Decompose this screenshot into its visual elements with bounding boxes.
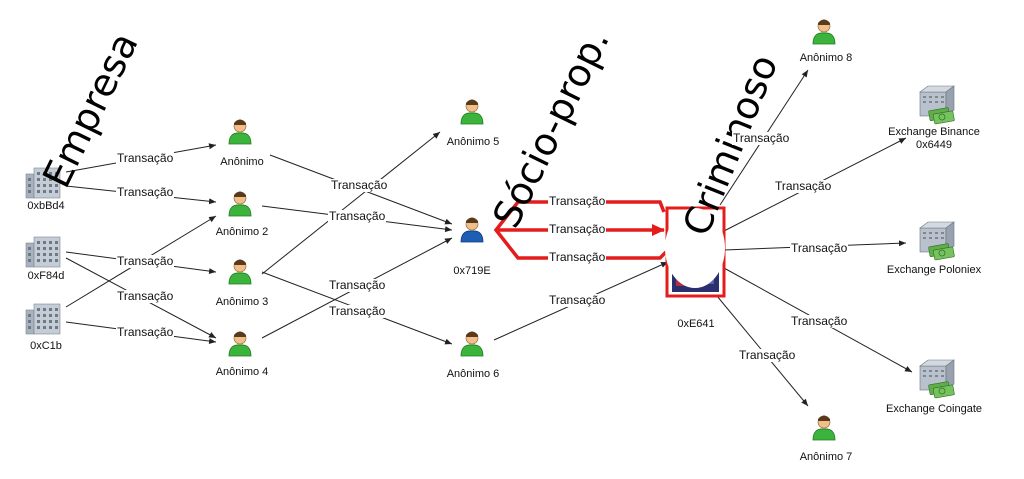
edge-label: Transação bbox=[738, 348, 797, 362]
node-label-exchange-poloniex: Exchange Poloniex bbox=[886, 264, 982, 276]
edge-label: Transação bbox=[116, 151, 175, 165]
person-blue-icon[interactable] bbox=[460, 217, 484, 243]
building-icon[interactable] bbox=[25, 236, 61, 268]
edge-label-highlight: Transação bbox=[548, 194, 607, 208]
node-label-0xe641: 0xE641 bbox=[677, 318, 715, 330]
node-label-anonimo: Anônimo bbox=[220, 156, 264, 168]
edge-label-highlight: Transação bbox=[548, 222, 607, 236]
edge-label: Transação bbox=[328, 304, 387, 318]
edge-label: Transação bbox=[790, 314, 849, 328]
edge-label: Transação bbox=[548, 293, 607, 307]
person-icon[interactable] bbox=[460, 331, 484, 357]
node-label-anonimo-6: Anônimo 6 bbox=[446, 368, 500, 380]
exchange-binance-address: 0x6449 bbox=[915, 139, 953, 151]
node-label-exchange-coingate: Exchange Coingate bbox=[885, 403, 983, 415]
node-label-exchange-binance: Exchange Binance 0x6449 bbox=[888, 126, 980, 152]
person-icon[interactable] bbox=[228, 331, 252, 357]
edge-label-highlight: Transação bbox=[548, 250, 607, 264]
node-label-0xbbd4: 0xbBd4 bbox=[27, 200, 65, 212]
node-label-anonimo-4: Anônimo 4 bbox=[215, 366, 269, 378]
building-icon[interactable] bbox=[25, 303, 61, 335]
edge-label: Transação bbox=[116, 185, 175, 199]
person-icon[interactable] bbox=[228, 259, 252, 285]
edge-label: Transação bbox=[116, 289, 175, 303]
node-label-0xc1b: 0xC1b bbox=[30, 340, 62, 352]
exchange-money-icon[interactable] bbox=[919, 85, 956, 125]
edge-label: Transação bbox=[330, 178, 389, 192]
edge-anonimo3-anonimo5 bbox=[261, 131, 441, 275]
edge-label: Transação bbox=[328, 209, 387, 223]
edge-label: Transação bbox=[116, 325, 175, 339]
person-icon[interactable] bbox=[812, 19, 836, 45]
edge-label: Transação bbox=[116, 254, 175, 268]
node-label-anonimo-8: Anônimo 8 bbox=[799, 52, 853, 64]
exchange-money-icon[interactable] bbox=[919, 359, 956, 399]
person-icon[interactable] bbox=[228, 191, 252, 217]
edge-e641-anonimo7 bbox=[711, 289, 809, 407]
node-label-anonimo-7: Anônimo 7 bbox=[799, 451, 853, 463]
edge-label: Transação bbox=[328, 278, 387, 292]
node-label-anonimo-5: Anônimo 5 bbox=[446, 136, 500, 148]
person-icon[interactable] bbox=[460, 99, 484, 125]
node-label-anonimo-3: Anônimo 3 bbox=[215, 296, 269, 308]
edge-label: Transação bbox=[790, 241, 849, 255]
person-icon[interactable] bbox=[812, 415, 836, 441]
exchange-money-icon[interactable] bbox=[919, 221, 956, 261]
node-label-anonimo-2: Anônimo 2 bbox=[215, 226, 269, 238]
node-label-0xf84d: 0xF84d bbox=[27, 270, 65, 282]
person-icon[interactable] bbox=[228, 119, 252, 145]
criminal-node-icon[interactable] bbox=[665, 206, 726, 298]
node-label-0x719e: 0x719E bbox=[453, 265, 491, 277]
edge-label: Transação bbox=[732, 131, 791, 145]
edge-label: Transação bbox=[774, 179, 833, 193]
exchange-binance-name: Exchange Binance bbox=[888, 126, 980, 138]
